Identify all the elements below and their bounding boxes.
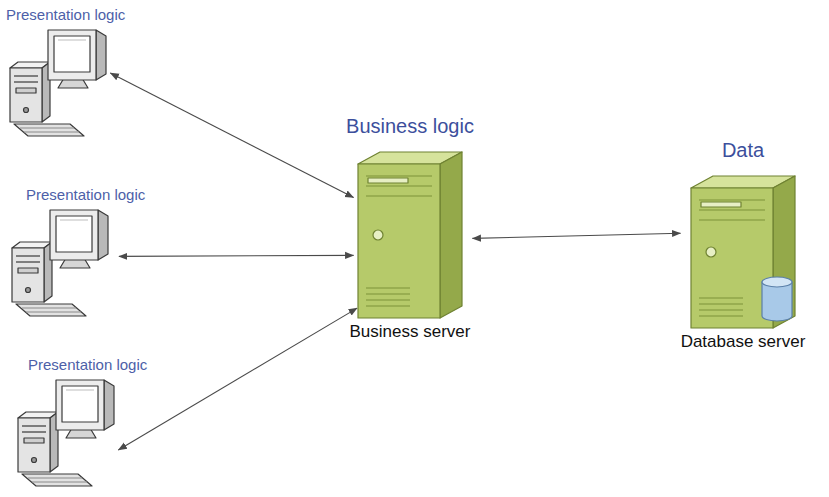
connector-arrow <box>472 233 680 238</box>
computer-icon <box>16 376 126 488</box>
client-node: Presentation logic <box>26 186 153 318</box>
client-node: Presentation logic <box>6 6 133 138</box>
connector-arrow <box>119 255 354 256</box>
tier-label: Presentation logic <box>6 6 125 24</box>
server-caption: Database server <box>681 332 806 352</box>
tier-label: Presentation logic <box>26 186 145 204</box>
server-icon <box>350 150 470 320</box>
tier-label: Presentation logic <box>28 356 147 374</box>
database-server-icon <box>683 174 803 330</box>
computer-icon <box>10 206 120 318</box>
connector-arrow <box>110 73 353 198</box>
computer-icon <box>8 26 118 138</box>
tier-heading: Data <box>722 138 764 162</box>
server-node: DataDatabase server <box>660 138 826 352</box>
database-cylinder <box>762 277 792 321</box>
server-caption: Business server <box>350 322 471 342</box>
connector-arrow <box>118 308 357 450</box>
server-node: Business logicBusiness server <box>322 114 498 342</box>
client-node: Presentation logic <box>28 356 155 488</box>
tier-heading: Business logic <box>346 114 474 138</box>
